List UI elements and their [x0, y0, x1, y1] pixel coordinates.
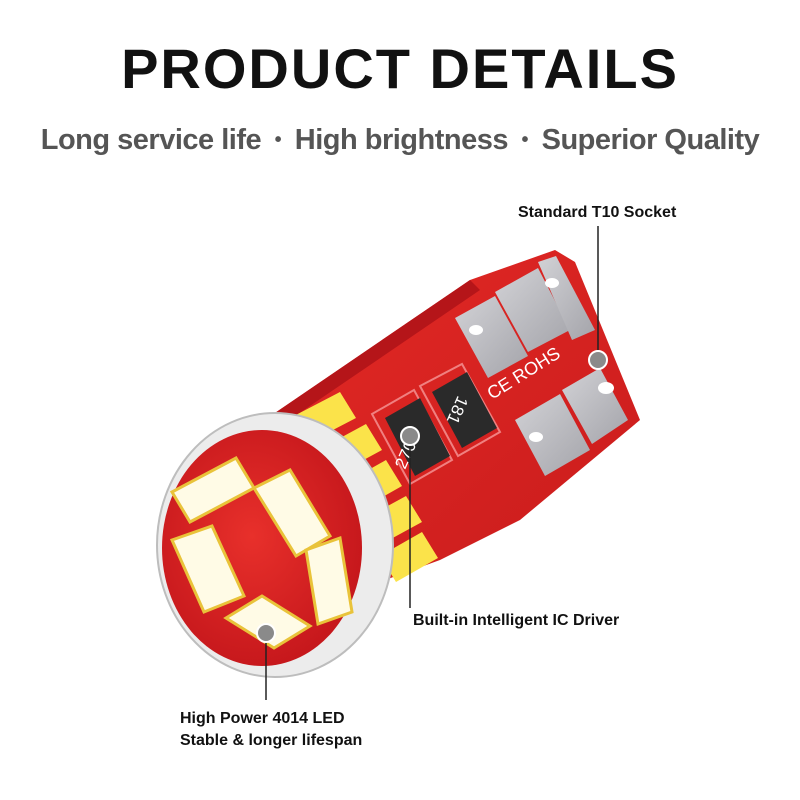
feature-quality: Superior Quality — [541, 124, 760, 156]
separator-dot: • — [521, 129, 529, 151]
socket-contacts — [455, 256, 628, 476]
feature-service-life: Long service life — [40, 124, 262, 156]
page-title: PRODUCT DETAILS — [121, 37, 679, 100]
callout-led-line2: Stable & longer lifespan — [180, 732, 363, 749]
callout-socket: Standard T10 Socket — [518, 204, 677, 221]
feature-brightness: High brightness — [294, 124, 509, 156]
callout-led-line1: High Power 4014 LED — [180, 710, 345, 727]
separator-dot: • — [274, 129, 282, 151]
callout-led: High Power 4014 LED Stable & longer life… — [180, 708, 362, 752]
front-led-chips — [169, 456, 354, 650]
callout-ic-driver: Built-in Intelligent IC Driver — [413, 612, 620, 629]
feature-list: Long service life • High brightness • Su… — [0, 124, 800, 157]
callout-leaders — [256, 226, 608, 700]
